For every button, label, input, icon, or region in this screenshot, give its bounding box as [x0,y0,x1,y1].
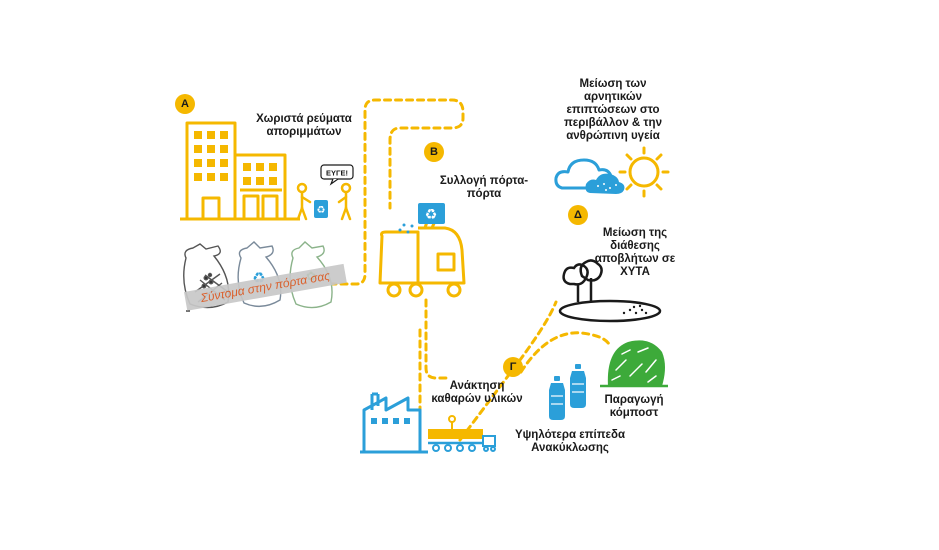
svg-text:♻: ♻ [317,205,326,216]
cloud-sun-icon [554,146,670,198]
flow-path [328,98,612,442]
garbage-truck-icon [378,211,466,298]
people-recycling-icon [296,182,352,221]
building-icon [180,121,300,221]
conveyor-belt-icon [428,415,496,452]
badge-c: Γ [503,357,523,377]
badge-b: Β [424,142,444,162]
landfill-icon [558,259,662,323]
badge-d: Δ [568,205,588,225]
recycling-bin-icon: ♻ [314,200,328,218]
compost-label: Παραγωγή κόμποστ [604,394,664,419]
truck-bin-icon: ♻ [398,203,445,234]
speech-bubble-text: ΕΥΓΕ! [326,169,348,178]
factory-icon [360,392,428,454]
bottles-icon [549,364,586,420]
svg-text:♻: ♻ [425,207,438,223]
step-a-label: Χωριστά ρεύματα αποριμμάτων [256,113,352,138]
recycling-levels-label: Υψηλότερα επίπεδα Ανακύκλωσης [514,429,626,454]
badge-a: Α [175,94,195,114]
step-d-label: Μείωση της διάθεσης αποβλήτων σε ΧΥΤΑ [594,227,676,278]
step-c-label: Ανάκτηση καθαρών υλικών [431,380,523,405]
environment-health-label: Μείωση των αρνητικών επιπτώσεων στο περι… [564,78,662,142]
compost-heap-icon [600,340,668,388]
speech-bubble: ΕΥΓΕ! [320,164,354,186]
step-b-label: Συλλογή πόρτα-πόρτα [439,175,529,200]
